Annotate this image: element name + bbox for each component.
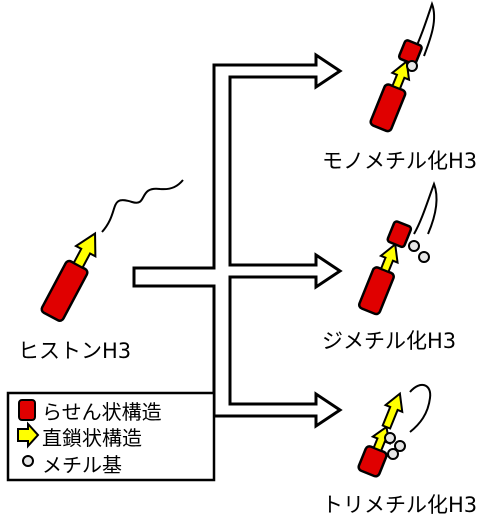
linear-segment	[72, 231, 97, 269]
target-label-mono: モノメチル化H3	[322, 149, 477, 173]
histone-h3-trimethyl	[357, 383, 432, 478]
linear-segment	[378, 242, 399, 274]
legend: らせん状構造 直鎖状構造 メチル基	[6, 391, 216, 482]
branching-arrow	[132, 52, 343, 429]
methyl-circle-icon	[22, 455, 34, 467]
legend-label-linear: 直鎖状構造	[42, 426, 142, 450]
linear-arrow-icon	[17, 421, 40, 449]
methyl-group	[406, 60, 418, 72]
helix-segment	[397, 39, 423, 66]
tail-strand	[101, 179, 184, 233]
legend-label-helix: らせん状構造	[42, 400, 162, 424]
legend-label-methyl: メチル基	[42, 453, 122, 477]
source-label: ヒストンH3	[18, 339, 131, 363]
helix-segment	[40, 259, 89, 322]
methyl-group	[387, 448, 399, 460]
histone-h3-unmodified	[40, 179, 184, 322]
histone-h3-monomethyl	[369, 1, 436, 133]
tail-strand	[413, 181, 438, 235]
helix-segment	[386, 220, 413, 249]
helix-segment	[369, 83, 407, 133]
methyl-group	[394, 440, 406, 452]
tail-strand	[411, 1, 436, 57]
methyl-group	[418, 251, 430, 263]
helix-segment	[357, 266, 395, 316]
linear-segment	[381, 391, 404, 430]
helix-segment	[357, 445, 388, 478]
target-label-di: ジメチル化H3	[322, 329, 456, 353]
histone-h3-dimethyl	[357, 181, 438, 316]
methyl-group	[384, 432, 396, 444]
target-label-tri: トリメチル化H3	[322, 493, 477, 517]
tail-strand	[409, 383, 432, 433]
legend-box	[6, 391, 216, 482]
linear-segment	[390, 59, 411, 91]
helix-cylinder-icon	[18, 399, 36, 421]
methyl-group	[408, 240, 420, 252]
